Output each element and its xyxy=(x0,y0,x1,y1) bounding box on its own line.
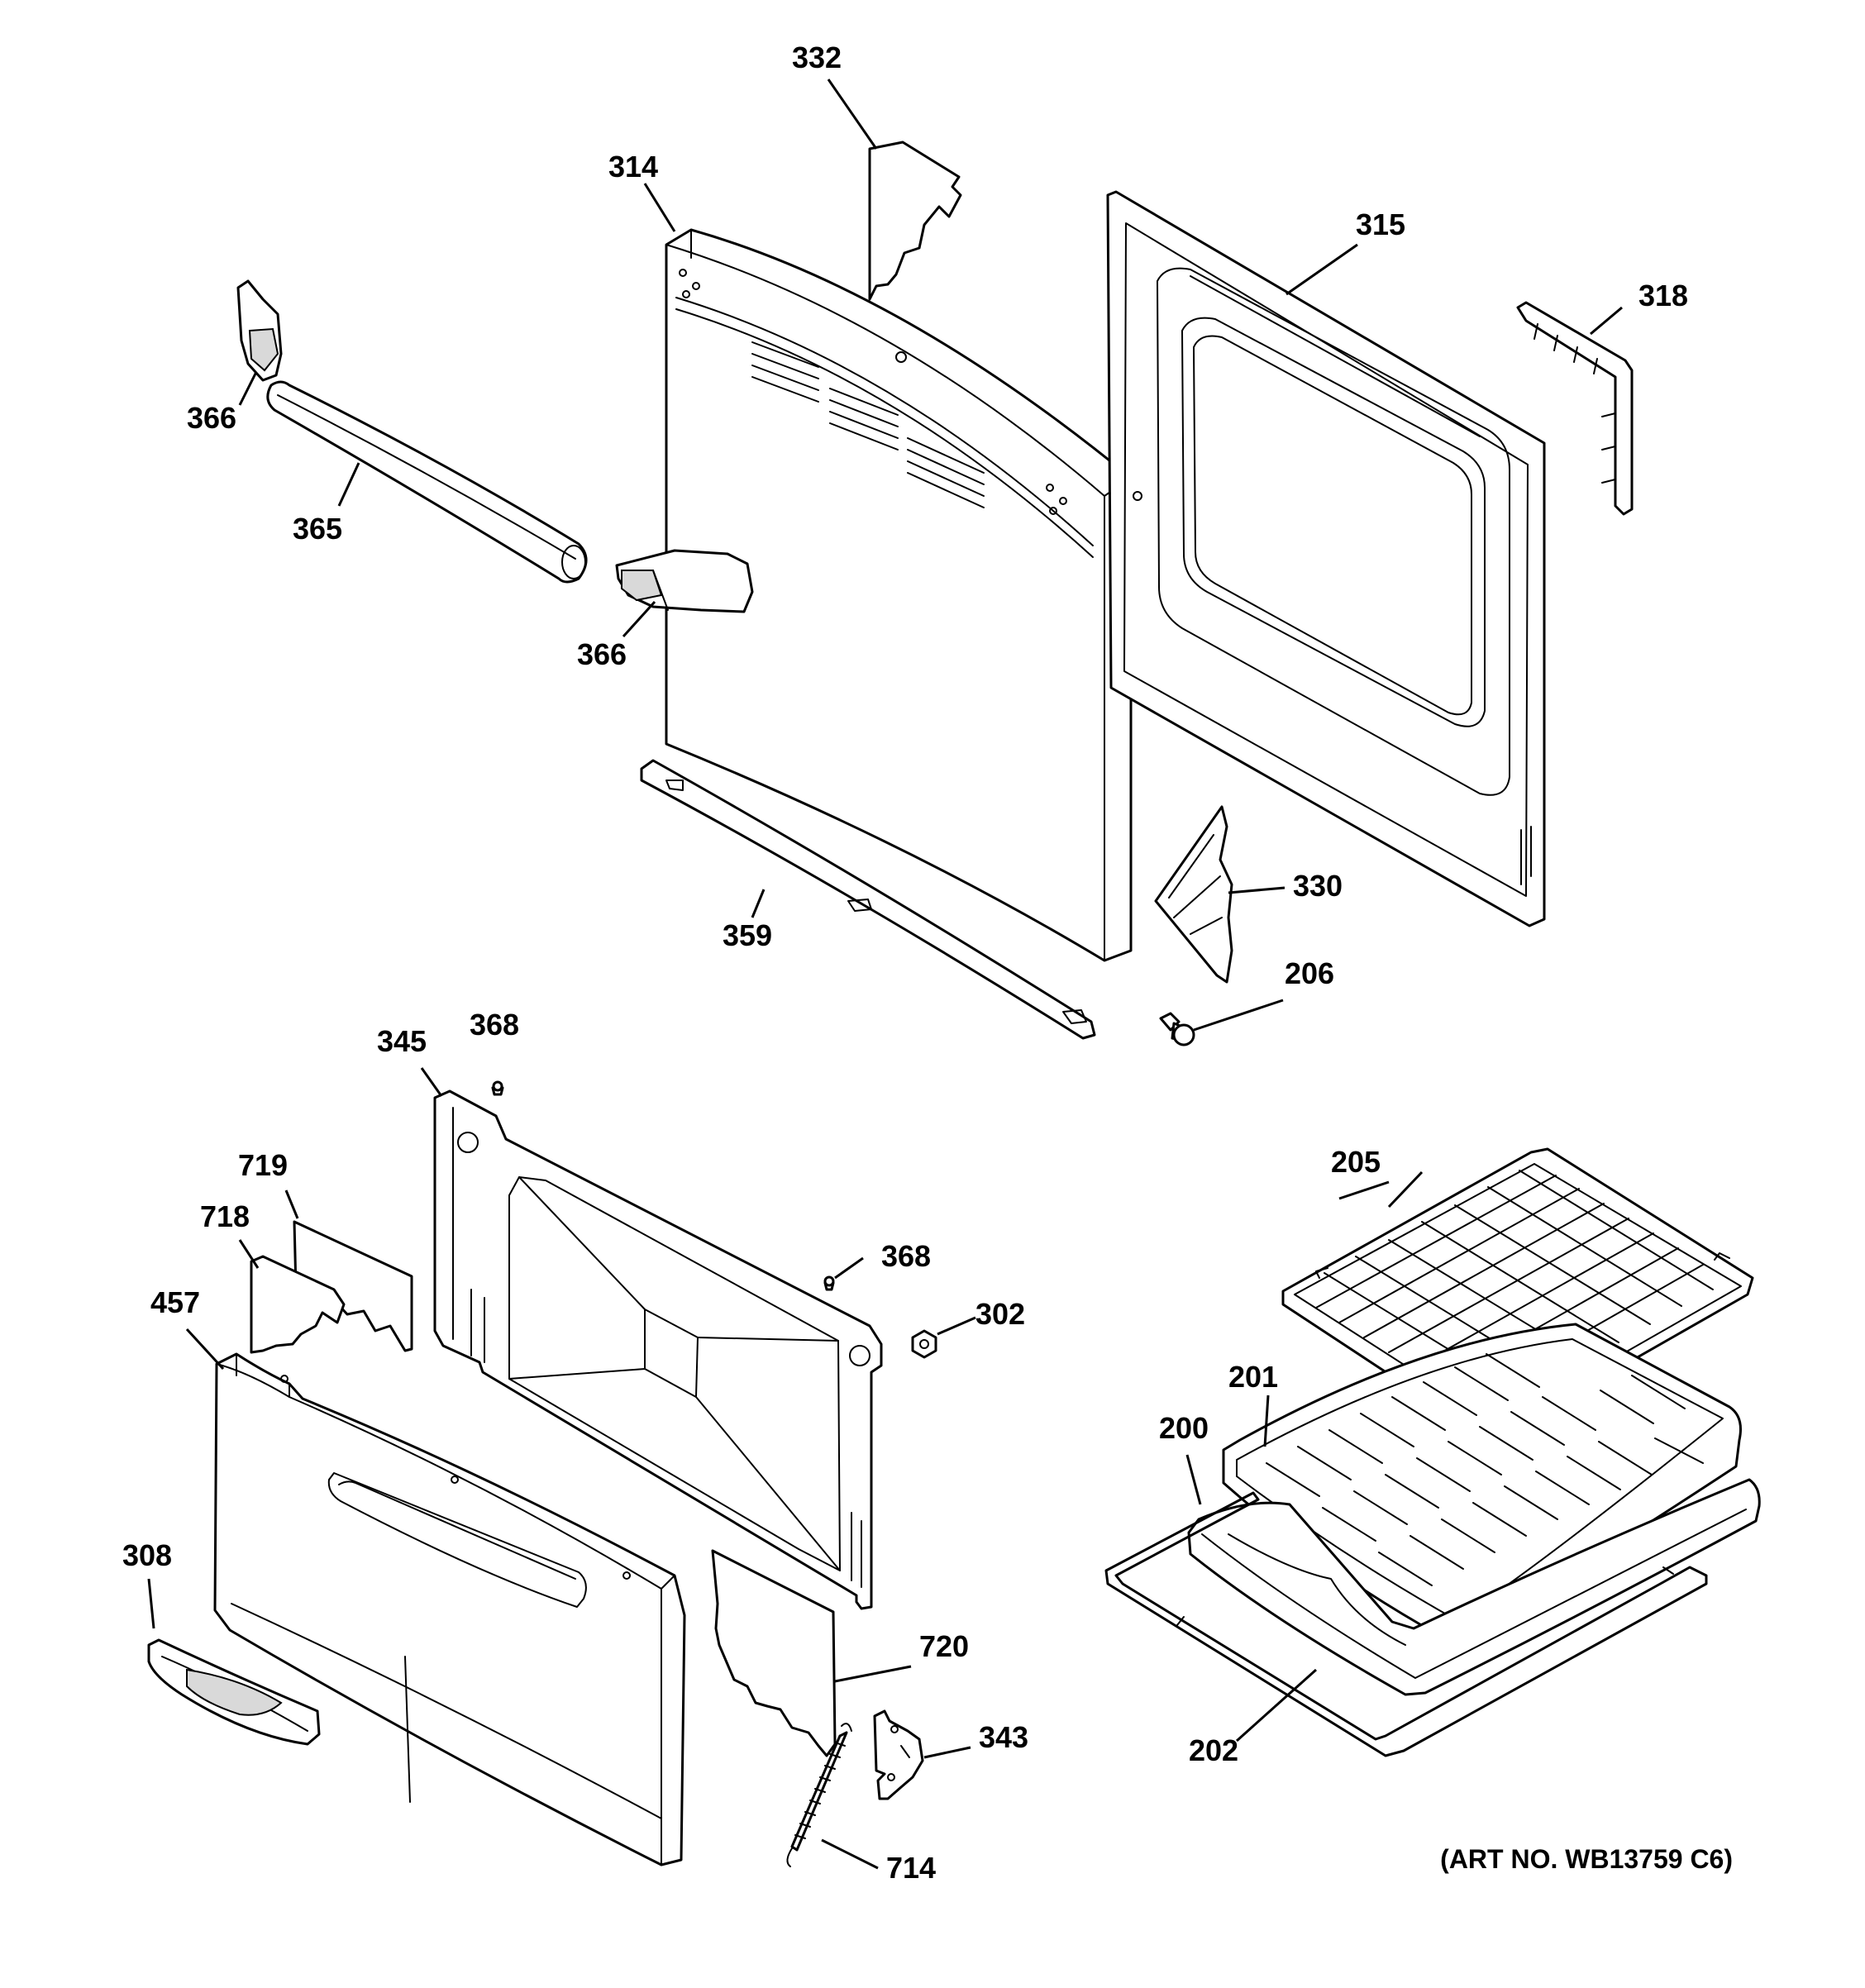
part-315-door-liner xyxy=(1106,190,1546,927)
callout-201: 201 xyxy=(1228,1360,1278,1394)
callout-359: 359 xyxy=(723,918,772,952)
callout-314: 314 xyxy=(608,150,658,184)
callout-714: 714 xyxy=(886,1851,936,1885)
part-365-handle xyxy=(266,380,588,584)
callout-200: 200 xyxy=(1159,1411,1209,1445)
part-457-drawer-front xyxy=(213,1352,686,1866)
part-345-drawer-panel xyxy=(433,1089,883,1610)
part-332-insulation xyxy=(868,141,962,301)
callout-368-upper: 368 xyxy=(470,1008,519,1042)
callout-206: 206 xyxy=(1285,956,1334,990)
callout-318: 318 xyxy=(1638,279,1688,312)
callout-457: 457 xyxy=(150,1285,200,1319)
part-718-insulation xyxy=(250,1255,346,1354)
part-318-vent-trim xyxy=(1516,301,1634,516)
callout-718: 718 xyxy=(200,1199,250,1233)
part-366-end-cap-upper xyxy=(236,279,283,382)
callout-366-upper: 366 xyxy=(187,401,236,435)
callout-345: 345 xyxy=(377,1024,427,1058)
callout-332: 332 xyxy=(792,41,842,74)
part-366-end-cap-lower xyxy=(615,549,754,613)
part-343-hinge xyxy=(873,1709,924,1800)
callout-366-lower: 366 xyxy=(577,637,627,671)
part-314-door-panel xyxy=(665,228,1133,962)
part-368-screw-lower xyxy=(823,1275,835,1291)
callout-315: 315 xyxy=(1356,207,1405,241)
callout-308: 308 xyxy=(122,1538,172,1572)
part-200-pan-frame xyxy=(1104,1491,1708,1757)
art-number-caption: (ART NO. WB13759 C6) xyxy=(1440,1844,1733,1874)
callout-330: 330 xyxy=(1293,869,1343,903)
leader-lines xyxy=(147,79,1623,1870)
part-302-nut xyxy=(911,1329,937,1359)
part-202-broiler-pan xyxy=(1187,1478,1761,1696)
callout-720: 720 xyxy=(919,1629,969,1663)
callout-365: 365 xyxy=(293,512,342,546)
part-330-insulation xyxy=(1154,805,1233,984)
part-368-screw-upper xyxy=(491,1080,504,1096)
part-720-insulation xyxy=(711,1549,837,1757)
part-308-trim xyxy=(147,1638,321,1746)
grid-slots xyxy=(1266,1353,1704,1586)
callout-202: 202 xyxy=(1189,1733,1238,1767)
callout-205: 205 xyxy=(1331,1145,1381,1179)
part-359-trim-strip xyxy=(640,759,1096,1040)
callout-343: 343 xyxy=(979,1720,1028,1754)
callout-302: 302 xyxy=(975,1297,1025,1331)
part-714-spring xyxy=(786,1723,852,1867)
callout-719: 719 xyxy=(238,1148,288,1182)
callout-labels: 332 314 315 318 366 365 366 359 330 206 … xyxy=(122,41,1688,1885)
part-206-screw xyxy=(1159,1012,1195,1046)
callout-368-lower: 368 xyxy=(881,1239,931,1273)
